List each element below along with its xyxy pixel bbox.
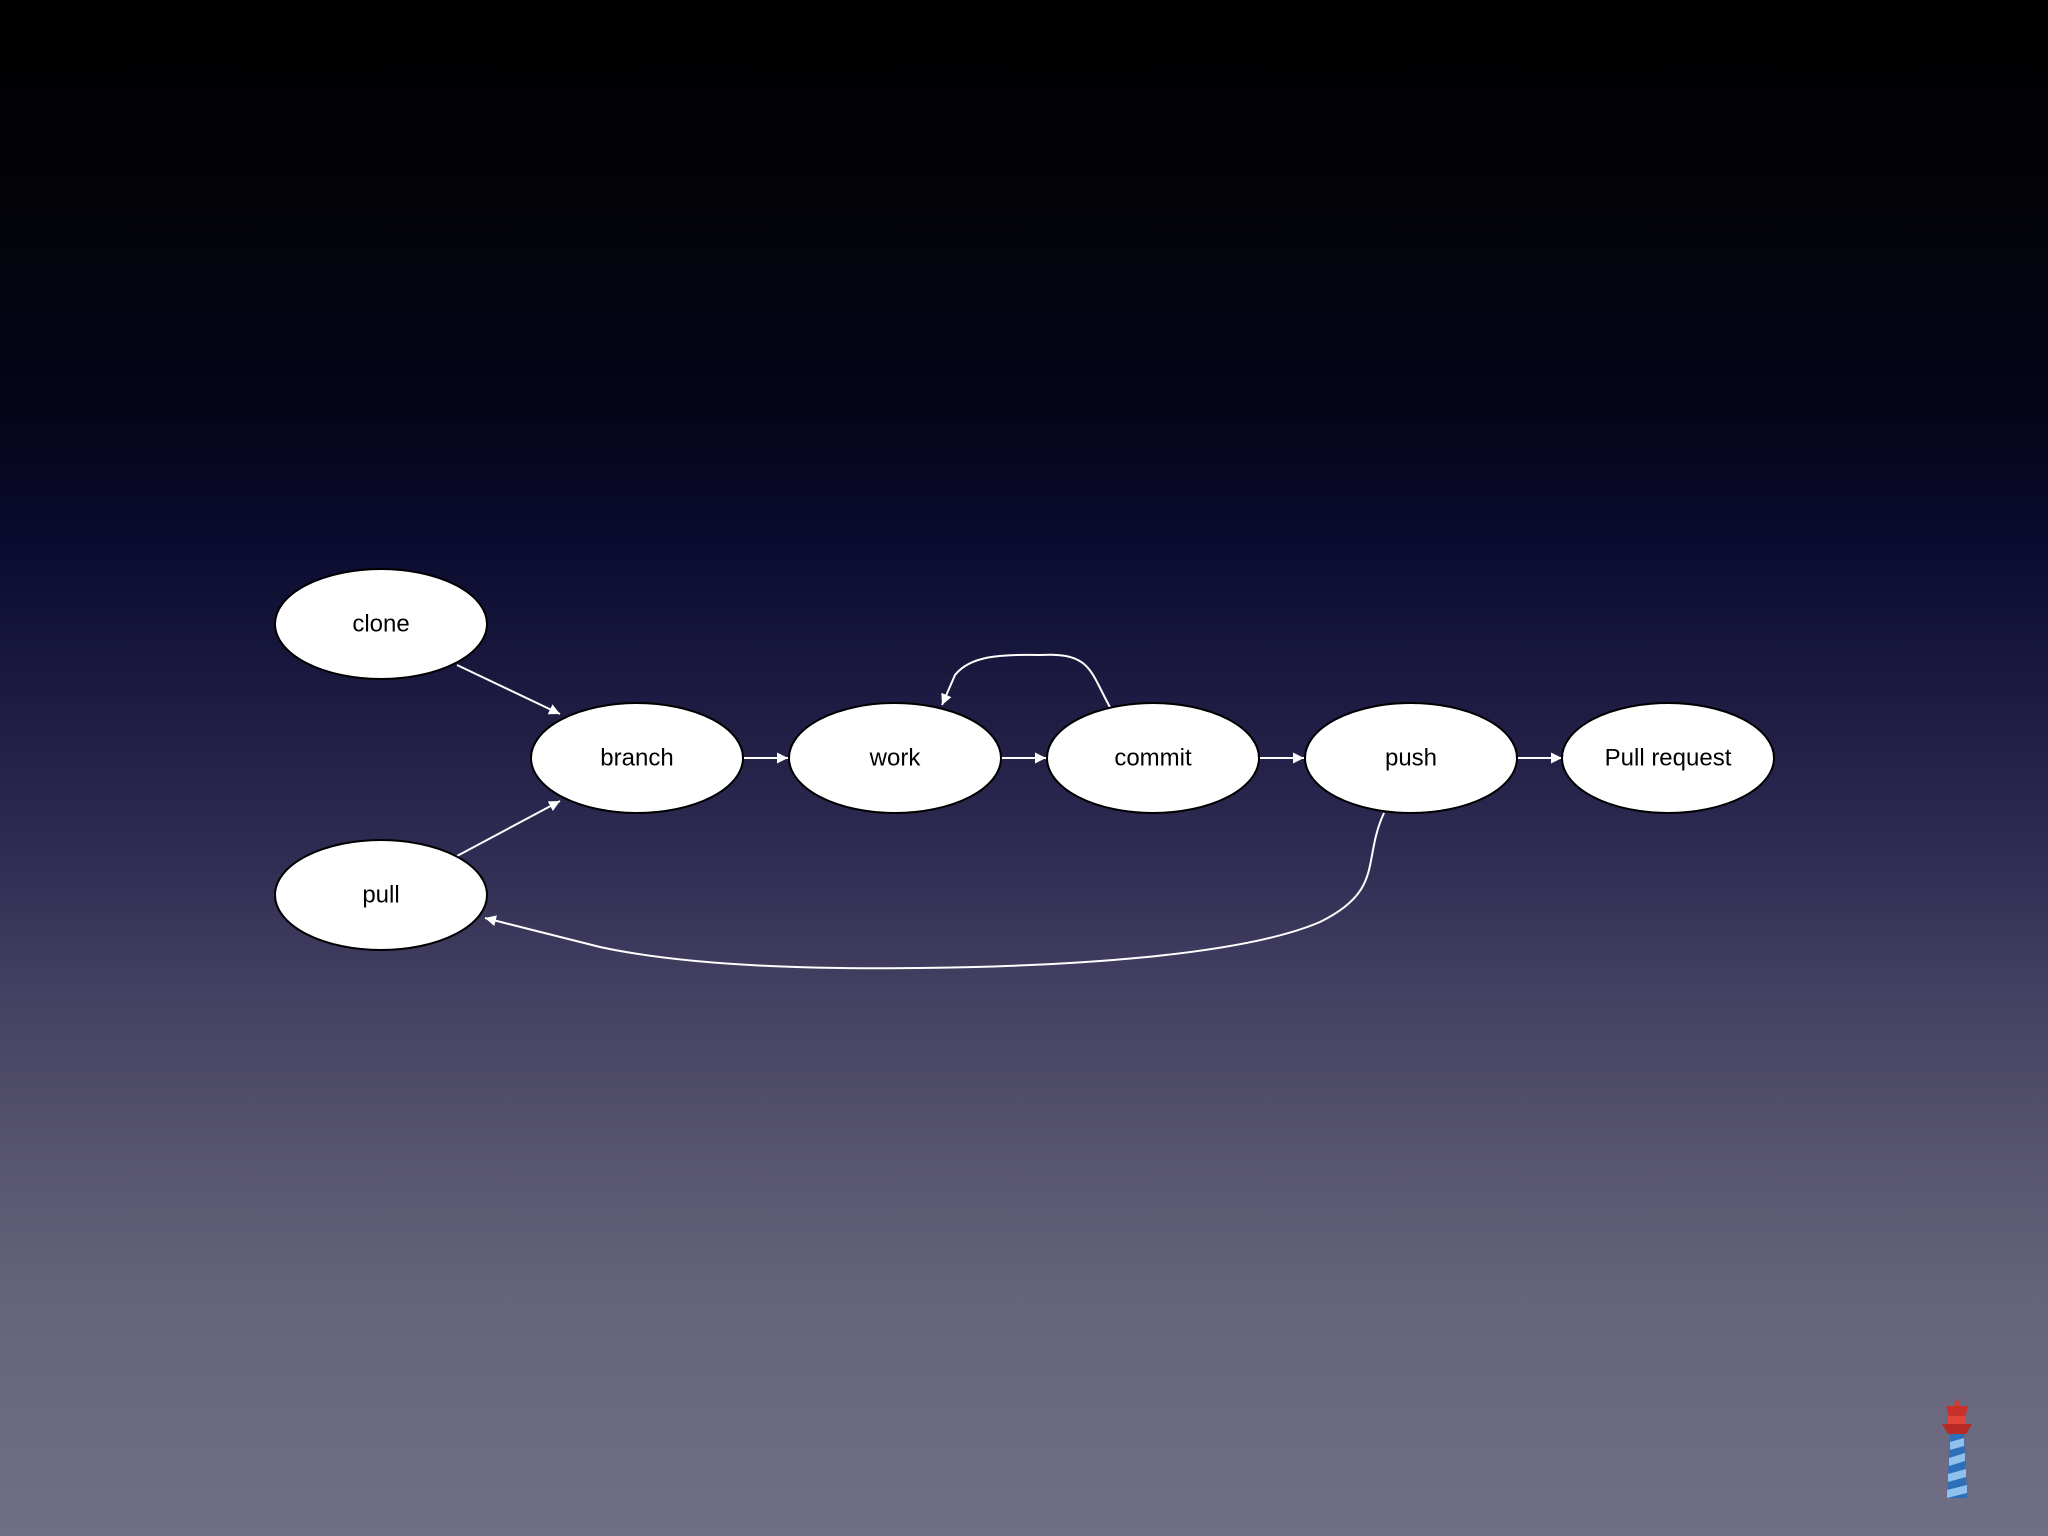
node-pull-label: pull (362, 882, 399, 909)
node-pull: pull (274, 839, 488, 951)
node-commit-label: commit (1114, 745, 1192, 772)
node-pull-request-shape (1561, 702, 1775, 814)
node-commit: commit (1046, 702, 1260, 814)
node-work: work (788, 702, 1002, 814)
node-branch: branch (530, 702, 744, 814)
node-push-shape (1304, 702, 1518, 814)
node-pull-request-label: Pull request (1605, 745, 1732, 772)
node-pull-shape (274, 839, 488, 951)
node-work-shape (788, 702, 1002, 814)
edge-pull-branch (456, 800, 561, 857)
node-push: push (1304, 702, 1518, 814)
node-commit-shape (1046, 702, 1260, 814)
node-work-label: work (869, 745, 922, 772)
node-branch-label: branch (600, 745, 673, 772)
node-pull-request: Pull request (1561, 702, 1775, 814)
edge-clone-branch (456, 664, 561, 715)
node-clone-shape (274, 568, 488, 680)
node-branch-shape (530, 702, 744, 814)
node-clone: clone (274, 568, 488, 680)
node-clone-label: clone (352, 611, 409, 638)
node-push-label: push (1385, 745, 1437, 772)
edge-push-pull-return (484, 812, 1385, 970)
lighthouse-logo-icon (1942, 1398, 1972, 1498)
edges (456, 653, 1562, 970)
edge-commit-work-loop (941, 653, 1112, 710)
